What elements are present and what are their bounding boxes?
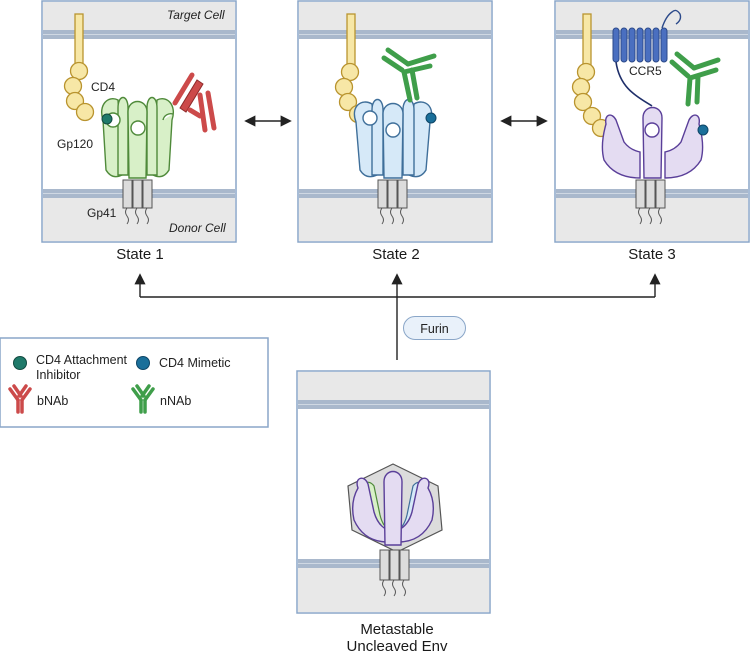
furin-badge: Furin [403, 316, 466, 340]
cd4-attachment-inhibitor-icon [13, 356, 27, 370]
cd4-label: CD4 [91, 80, 116, 94]
state-2-panel [297, 0, 493, 243]
target-cell-label: Target Cell [167, 8, 225, 22]
env-trimer-state-2 [353, 98, 437, 225]
env-trimer-state-1 [101, 96, 174, 225]
cd4-receptor [63, 13, 95, 122]
gp41-label: Gp41 [87, 206, 117, 220]
bottom-label-line1: Metastable [360, 621, 434, 638]
env-trimer-state-3 [601, 106, 709, 225]
donor-cell-label: Donor Cell [169, 221, 226, 235]
uncleaved-env-panel [296, 370, 491, 614]
ccr5-label: CCR5 [629, 64, 662, 78]
bnab-antibody [172, 72, 217, 133]
gp120-label: Gp120 [57, 137, 94, 151]
legend-cd4-mimetic: CD4 Mimetic [159, 356, 231, 370]
state-3-label: State 3 [628, 246, 676, 263]
state-2-label: State 2 [372, 246, 420, 263]
bnab-icon [8, 384, 32, 414]
legend-nnab: nNAb [160, 394, 192, 408]
furin-connector [134, 273, 661, 360]
nnab-antibody [669, 51, 721, 107]
cd4-receptor [334, 13, 368, 124]
nnab-icon [131, 384, 155, 414]
ccr5-receptor [612, 9, 682, 107]
legend-cd4-attachment-inhibitor: CD4 Attachment Inhibitor [36, 353, 128, 382]
state-3-panel [554, 0, 750, 243]
nnab-antibody [381, 47, 437, 103]
state-1-panel [41, 0, 237, 243]
env-trimer-uncleaved [347, 463, 443, 597]
legend-bnab: bNAb [37, 394, 69, 408]
metastable-label: Metastable Uncleaved Env [317, 621, 477, 655]
cd4-mimetic-icon [136, 356, 150, 370]
state-1-label: State 1 [116, 246, 164, 263]
legend [0, 337, 269, 428]
bottom-label-line2: Uncleaved Env [346, 638, 448, 655]
